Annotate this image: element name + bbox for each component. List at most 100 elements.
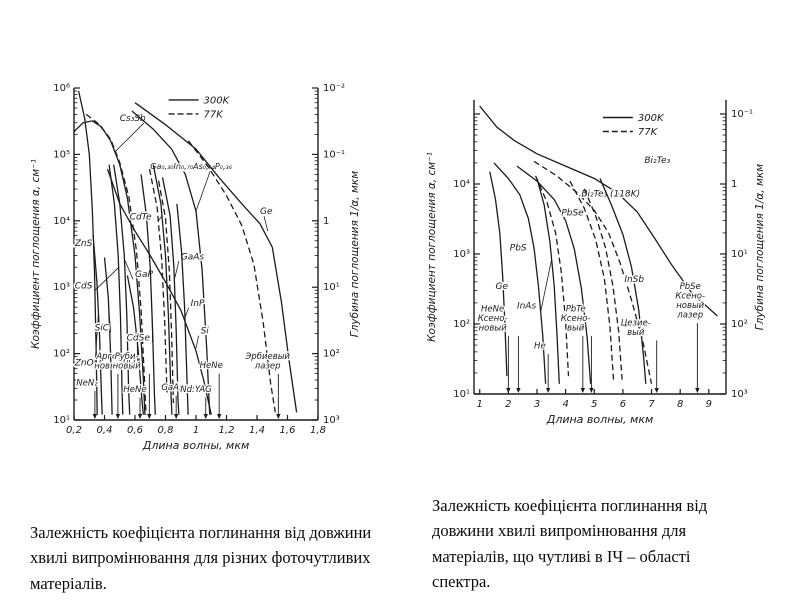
svg-text:10⁻¹: 10⁻¹ xyxy=(731,109,753,120)
svg-text:0,2: 0,2 xyxy=(66,425,82,436)
svg-text:SiC: SiC xyxy=(95,323,110,333)
svg-text:новый: новый xyxy=(676,301,704,311)
svg-text:Si: Si xyxy=(201,327,210,337)
svg-text:10²: 10² xyxy=(53,349,70,360)
svg-text:10⁻²: 10⁻² xyxy=(323,83,345,94)
svg-text:4: 4 xyxy=(562,399,568,410)
svg-text:Bi₂Te₃: Bi₂Te₃ xyxy=(644,156,670,166)
svg-text:1: 1 xyxy=(477,399,483,410)
svg-text:1: 1 xyxy=(193,425,199,436)
svg-text:HeNe: HeNe xyxy=(481,304,504,314)
svg-text:CdSe: CdSe xyxy=(127,333,151,343)
svg-text:InP: InP xyxy=(191,299,205,309)
svg-text:Ксено-: Ксено- xyxy=(478,314,508,324)
svg-text:лазер: лазер xyxy=(254,361,281,371)
svg-text:77K: 77K xyxy=(638,127,659,138)
svg-text:1,6: 1,6 xyxy=(280,425,296,436)
svg-text:GaAs: GaAs xyxy=(181,252,205,262)
svg-text:10³: 10³ xyxy=(453,249,470,260)
svg-text:GaP: GaP xyxy=(135,270,153,280)
svg-text:PbSe: PbSe xyxy=(680,282,701,292)
svg-text:Ge: Ge xyxy=(495,282,508,292)
svg-text:новый: новый xyxy=(479,323,507,333)
svg-text:InAs: InAs xyxy=(517,302,537,312)
left-chart-canvas: 10⁶ 10⁵ 10⁴ 10³ 10² 10¹ 10⁻² 10⁻¹ 1 10¹ 10² 10³ 0,2 0… xyxy=(28,70,368,472)
svg-text:PbSe: PbSe xyxy=(561,209,584,219)
caption-right: Залежність коефіцієнта поглинання від до… xyxy=(432,495,708,592)
svg-text:новый: новый xyxy=(94,361,122,371)
svg-text:10³: 10³ xyxy=(731,389,748,400)
svg-text:10¹: 10¹ xyxy=(731,249,748,260)
svg-text:0,6: 0,6 xyxy=(127,425,143,436)
svg-text:новый: новый xyxy=(113,361,141,371)
svg-text:1,8: 1,8 xyxy=(310,425,326,436)
svg-text:1,2: 1,2 xyxy=(219,425,235,436)
svg-text:HeNe: HeNe xyxy=(123,385,146,395)
svg-text:CdTe: CdTe xyxy=(130,212,152,222)
svg-text:Глубина поглощения 1/α, мкм: Глубина поглощения 1/α, мкм xyxy=(754,164,766,330)
svg-text:Ксено-: Ксено- xyxy=(675,292,705,302)
svg-text:10⁻¹: 10⁻¹ xyxy=(323,149,345,160)
svg-text:He: He xyxy=(534,342,546,352)
svg-text:Nd:YAG: Nd:YAG xyxy=(180,385,212,395)
svg-text:1: 1 xyxy=(731,179,737,190)
svg-text:10²: 10² xyxy=(323,349,340,360)
svg-text:CdS: CdS xyxy=(75,282,93,292)
svg-text:InSb: InSb xyxy=(624,275,644,285)
svg-text:10¹: 10¹ xyxy=(323,282,340,293)
svg-text:300K: 300K xyxy=(204,95,231,106)
svg-text:Cs₃Sb: Cs₃Sb xyxy=(120,114,146,124)
svg-text:10⁴: 10⁴ xyxy=(453,179,470,190)
svg-text:Арго-: Арго- xyxy=(95,352,120,362)
svg-text:0,4: 0,4 xyxy=(97,425,113,436)
svg-text:Длина волны, мкм: Длина волны, мкм xyxy=(142,439,250,452)
svg-text:PbS: PbS xyxy=(510,244,527,254)
svg-text:Ge: Ge xyxy=(260,207,273,217)
svg-text:10³: 10³ xyxy=(53,282,70,293)
svg-text:5: 5 xyxy=(591,399,597,410)
svg-text:вый: вый xyxy=(567,323,585,333)
svg-text:9: 9 xyxy=(706,399,712,410)
svg-text:Bi₂Te₃ (118K): Bi₂Te₃ (118K) xyxy=(581,190,640,200)
svg-text:7: 7 xyxy=(648,399,655,410)
caption-left: Залежність коефіцієнта поглинання від до… xyxy=(30,522,372,593)
svg-text:3: 3 xyxy=(534,399,540,410)
svg-text:10¹: 10¹ xyxy=(53,415,70,426)
svg-text:300K: 300K xyxy=(638,113,665,124)
svg-text:HeNe: HeNe xyxy=(200,361,223,371)
svg-text:10³: 10³ xyxy=(323,415,340,426)
svg-text:2: 2 xyxy=(505,399,511,410)
svg-text:8: 8 xyxy=(677,399,683,410)
svg-text:Коэффициент поглощения α, см⁻¹: Коэффициент поглощения α, см⁻¹ xyxy=(426,152,438,342)
svg-text:1,4: 1,4 xyxy=(249,425,265,436)
svg-text:77K: 77K xyxy=(204,109,225,120)
svg-text:Ga₀,₃₀In₀,₇₀As₀,₆₄P₀,₃₆: Ga₀,₃₀In₀,₇₀As₀,₆₄P₀,₃₆ xyxy=(150,162,232,171)
svg-text:10²: 10² xyxy=(731,319,748,330)
svg-text:0,8: 0,8 xyxy=(158,425,174,436)
svg-text:GaAs: GaAs xyxy=(161,383,184,393)
svg-text:Руби-: Руби- xyxy=(115,352,139,362)
svg-text:Цезие-: Цезие- xyxy=(621,318,651,328)
svg-text:10²: 10² xyxy=(453,319,470,330)
svg-text:PbTe: PbTe xyxy=(566,304,586,314)
figure-visible-range-chart: 10⁶ 10⁵ 10⁴ 10³ 10² 10¹ 10⁻² 10⁻¹ 1 10¹ 10² 10³ 0,2 0… xyxy=(28,70,368,472)
svg-text:NeN₂: NeN₂ xyxy=(76,378,98,388)
svg-text:Коэффициент поглощения α, см⁻¹: Коэффициент поглощения α, см⁻¹ xyxy=(30,159,42,349)
svg-text:10¹: 10¹ xyxy=(453,389,470,400)
svg-text:PbO: PbO xyxy=(117,357,135,367)
svg-text:1: 1 xyxy=(323,216,329,227)
svg-text:лазер: лазер xyxy=(676,311,703,321)
svg-text:Длина волны, мкм: Длина волны, мкм xyxy=(546,413,654,426)
svg-text:10⁶: 10⁶ xyxy=(53,83,70,94)
svg-text:10⁵: 10⁵ xyxy=(53,149,70,160)
svg-text:Глубина поглощения 1/α, мкм: Глубина поглощения 1/α, мкм xyxy=(349,171,361,337)
svg-text:Ксено-: Ксено- xyxy=(561,314,591,324)
svg-text:ZnS: ZnS xyxy=(74,239,93,249)
svg-text:10⁴: 10⁴ xyxy=(53,216,70,227)
svg-text:вый: вый xyxy=(627,328,645,338)
svg-text:Эрбиевый: Эрбиевый xyxy=(244,352,290,362)
svg-text:ZnO: ZnO xyxy=(74,359,94,369)
